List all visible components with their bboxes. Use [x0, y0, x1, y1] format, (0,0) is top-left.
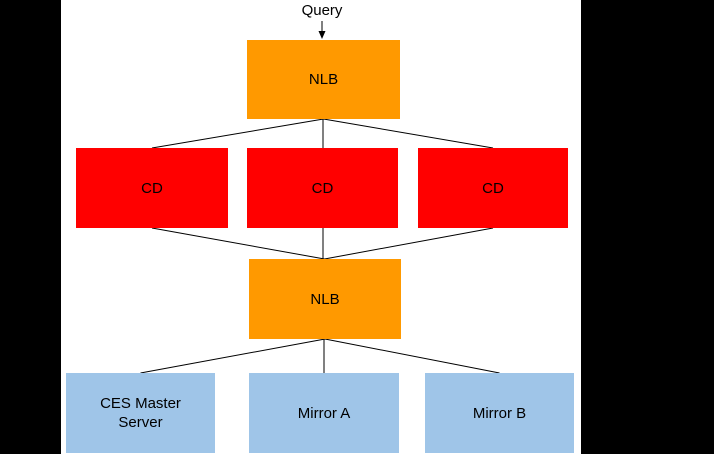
- node-cd-right: CD: [418, 148, 568, 228]
- node-nlb-top: NLB: [247, 40, 400, 119]
- right-black-panel: [581, 0, 714, 454]
- node-nlb-bottom: NLB: [249, 259, 401, 339]
- node-mirror-a: Mirror A: [249, 373, 399, 453]
- node-ces-master-server: CES Master Server: [66, 373, 215, 453]
- query-label: Query: [301, 2, 343, 19]
- node-cd-middle: CD: [247, 148, 398, 228]
- node-ces-master-server-label: CES Master Server: [100, 395, 181, 431]
- node-mirror-a-label: Mirror A: [297, 404, 351, 422]
- node-cd-left-label: CD: [141, 179, 163, 197]
- arrow-down-icon: [318, 31, 326, 39]
- node-cd-left: CD: [76, 148, 228, 228]
- node-mirror-b-label: Mirror B: [472, 404, 527, 422]
- left-black-panel: [0, 0, 61, 454]
- node-mirror-b: Mirror B: [425, 373, 574, 453]
- node-nlb-top-label: NLB: [308, 71, 339, 88]
- node-nlb-bottom-label: NLB: [310, 290, 340, 308]
- node-cd-middle-label: CD: [311, 179, 334, 197]
- node-cd-right-label: CD: [482, 179, 504, 197]
